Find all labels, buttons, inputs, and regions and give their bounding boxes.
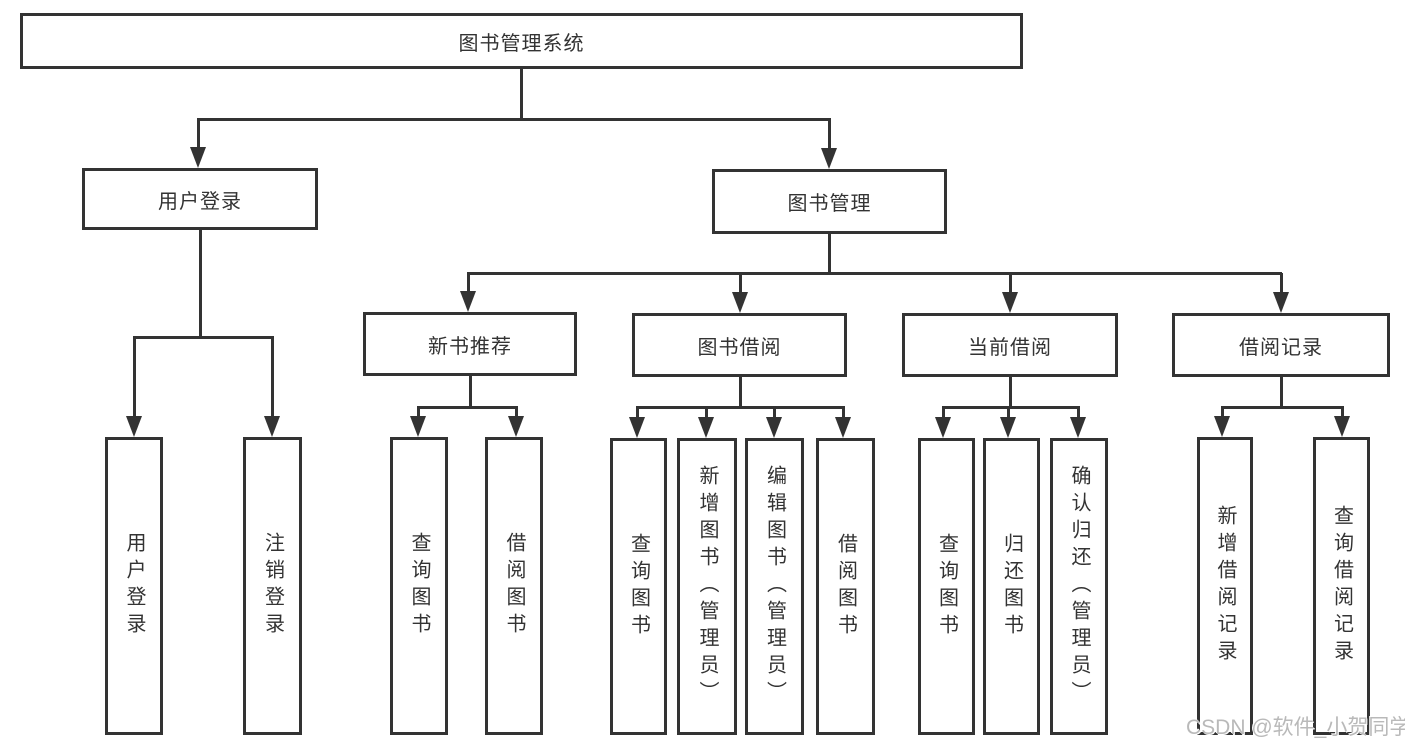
connector-horizontal-line	[197, 117, 831, 121]
arrowhead-down-icon	[1214, 416, 1230, 437]
node-library-management-system: 图书管理系统	[20, 13, 1023, 69]
connector-vertical-line	[1008, 377, 1012, 407]
node-book-borrowing: 图书借阅	[632, 313, 847, 377]
node-label: 借阅记录	[1239, 336, 1323, 359]
arrowhead-down-icon	[1070, 417, 1086, 438]
arrow-stem-line	[416, 407, 420, 416]
arrowhead-down-icon	[410, 416, 426, 437]
arrow-stem-line	[841, 407, 845, 417]
leaf-label: 新增图书（管理员）	[696, 465, 718, 708]
leaf-label: 查询借阅记录	[1330, 505, 1353, 667]
arrowhead-down-icon	[629, 417, 645, 438]
leaf-label: 编辑图书（管理员）	[763, 465, 786, 708]
connector-horizontal-line	[1221, 405, 1344, 409]
leaf-add-books-admin: 新增图书（管理员）	[677, 438, 737, 735]
leaf-borrow-books-recommend: 借阅图书	[485, 437, 543, 735]
arrow-stem-line	[1006, 407, 1010, 417]
connector-vertical-line	[1279, 377, 1283, 407]
connector-horizontal-line	[133, 335, 274, 339]
leaf-label: 确认归还（管理员）	[1068, 465, 1090, 708]
node-current-borrowing: 当前借阅	[902, 313, 1118, 377]
node-user-login: 用户登录	[82, 168, 318, 230]
node-label: 用户登录	[158, 190, 242, 213]
arrowhead-down-icon	[935, 417, 951, 438]
node-label: 图书管理	[787, 193, 872, 215]
arrow-stem-line	[132, 337, 136, 416]
arrow-stem-line	[1340, 407, 1344, 416]
arrow-stem-line	[738, 273, 742, 292]
node-label: 新书推荐	[428, 335, 512, 358]
csdn-watermark: CSDN @软件_小贺同学	[1186, 716, 1405, 739]
connector-horizontal-line	[942, 405, 1080, 409]
node-borrowing-records: 借阅记录	[1172, 313, 1390, 377]
arrowhead-down-icon	[835, 417, 851, 438]
leaf-label: 查询图书	[408, 532, 430, 640]
arrow-stem-line	[1076, 407, 1080, 417]
arrowhead-down-icon	[821, 148, 837, 169]
leaf-query-books-current: 查询图书	[918, 438, 975, 735]
leaf-query-books-borrowing: 查询图书	[610, 438, 667, 735]
arrowhead-down-icon	[732, 292, 748, 313]
arrow-stem-line	[1220, 407, 1224, 416]
leaf-query-borrow-record: 查询借阅记录	[1313, 437, 1370, 735]
node-label: 当前借阅	[968, 336, 1052, 359]
leaf-label: 用户登录	[123, 532, 145, 640]
leaf-label: 借阅图书	[503, 532, 525, 640]
arrowhead-down-icon	[126, 416, 142, 437]
connector-horizontal-line	[417, 405, 518, 409]
arrow-stem-line	[827, 119, 831, 148]
arrowhead-down-icon	[508, 416, 524, 437]
leaf-return-books: 归还图书	[983, 438, 1040, 735]
arrowhead-down-icon	[1002, 292, 1018, 313]
node-label: 图书管理系统	[458, 32, 585, 55]
arrow-stem-line	[941, 407, 945, 417]
arrowhead-down-icon	[460, 291, 476, 312]
node-book-management: 图书管理	[712, 169, 947, 234]
leaf-add-borrow-record: 新增借阅记录	[1197, 437, 1253, 735]
connector-vertical-line	[519, 69, 523, 119]
leaf-label: 查询图书	[627, 532, 650, 641]
leaf-user-login: 用户登录	[105, 437, 163, 735]
connector-horizontal-line	[467, 271, 1282, 275]
connector-vertical-line	[468, 376, 472, 407]
connector-vertical-line	[198, 230, 202, 337]
arrowhead-down-icon	[1000, 417, 1016, 438]
connector-vertical-line	[827, 234, 831, 273]
arrowhead-down-icon	[1334, 416, 1350, 437]
leaf-logout: 注销登录	[243, 437, 302, 735]
leaf-label: 注销登录	[261, 532, 284, 640]
node-label: 图书借阅	[697, 336, 782, 359]
arrow-stem-line	[1008, 273, 1012, 292]
leaf-label: 借阅图书	[834, 532, 857, 641]
leaf-edit-books-admin: 编辑图书（管理员）	[745, 438, 804, 735]
arrowhead-down-icon	[766, 417, 782, 438]
leaf-label: 查询图书	[935, 532, 958, 641]
leaf-label: 归还图书	[1000, 532, 1023, 641]
arrowhead-down-icon	[190, 147, 206, 168]
arrowhead-down-icon	[264, 416, 280, 437]
arrow-stem-line	[514, 407, 518, 416]
arrow-stem-line	[704, 407, 708, 417]
arrowhead-down-icon	[1273, 292, 1289, 313]
arrow-stem-line	[772, 407, 776, 417]
arrow-stem-line	[270, 337, 274, 416]
arrowhead-down-icon	[698, 417, 714, 438]
arrow-stem-line	[635, 407, 639, 417]
arrow-stem-line	[196, 119, 200, 147]
connector-vertical-line	[738, 377, 742, 407]
arrow-stem-line	[466, 273, 470, 291]
node-new-book-recommendation: 新书推荐	[363, 312, 577, 376]
leaf-query-books-recommend: 查询图书	[390, 437, 448, 735]
leaf-borrow-books: 借阅图书	[816, 438, 875, 735]
leaf-confirm-return-admin: 确认归还（管理员）	[1050, 438, 1108, 735]
leaf-label: 新增借阅记录	[1214, 505, 1236, 667]
arrow-stem-line	[1279, 273, 1283, 292]
connector-horizontal-line	[636, 405, 845, 409]
